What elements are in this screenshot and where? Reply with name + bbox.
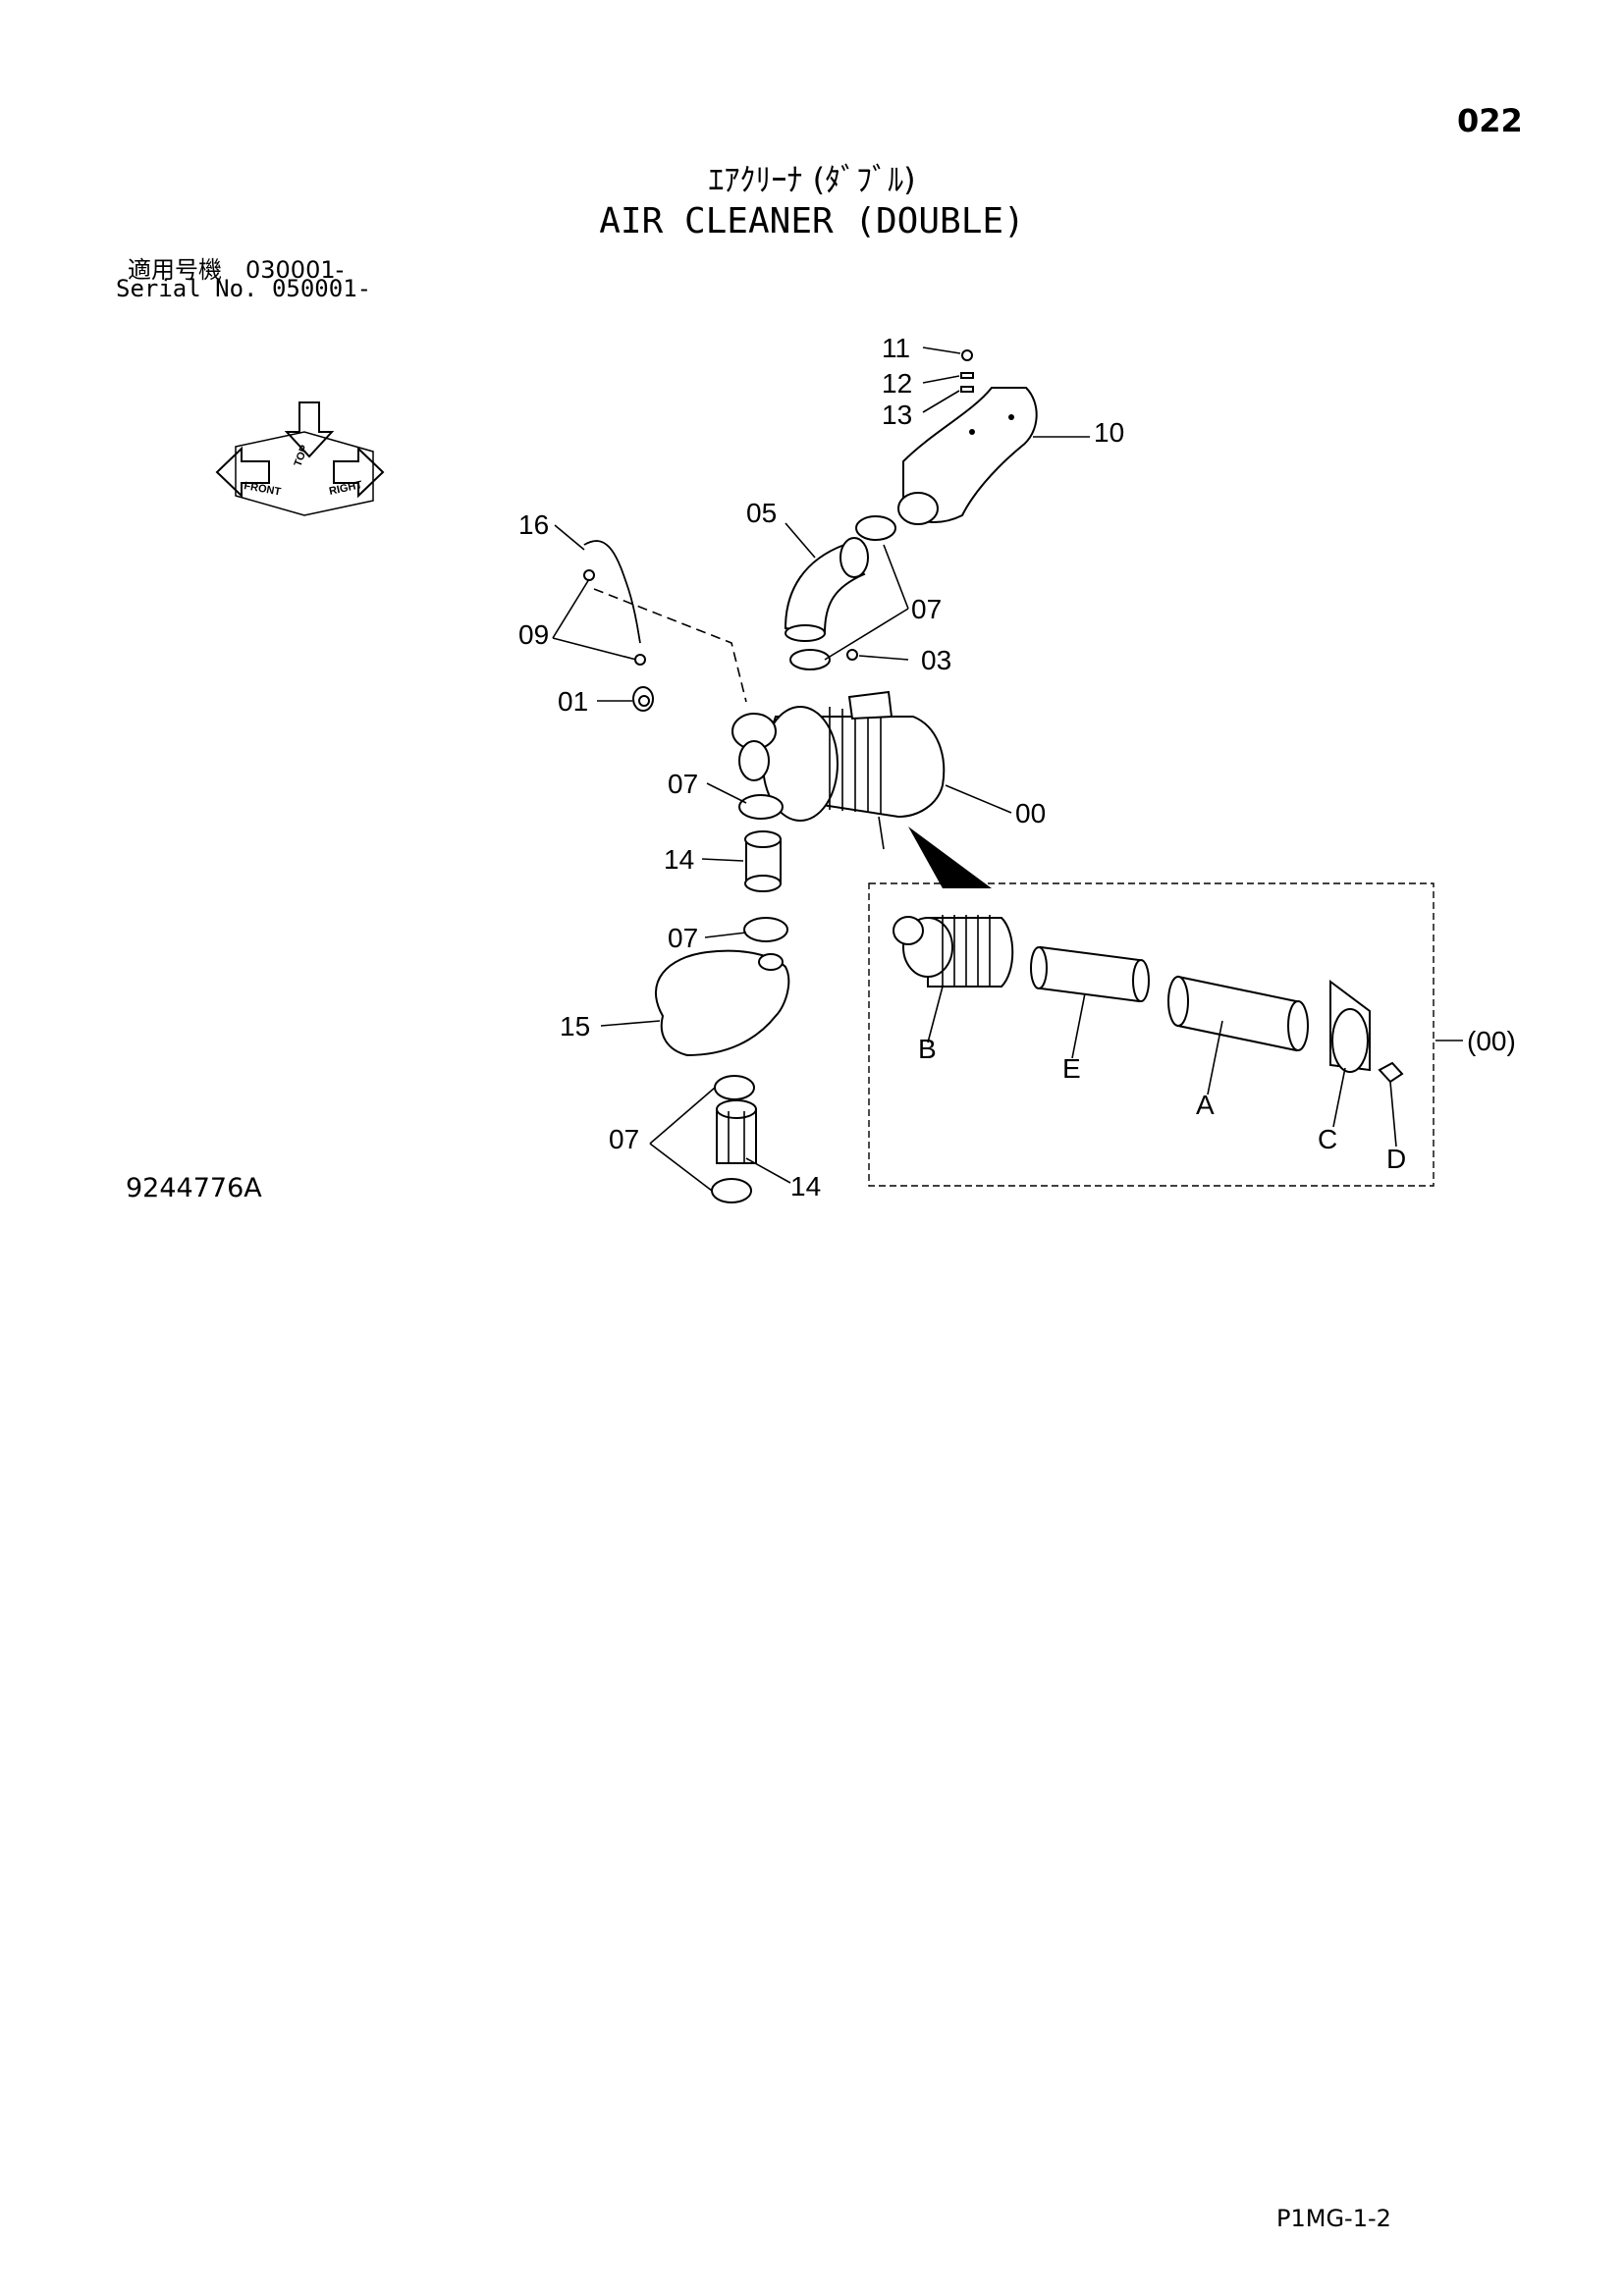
detail-group-label: (00) bbox=[1467, 1026, 1516, 1056]
serial-range-japanese: 適用号機 030001- bbox=[128, 256, 345, 284]
detail-label-d: D bbox=[1386, 1144, 1406, 1174]
part-15-rain-cap bbox=[655, 949, 790, 1057]
callout-07-body: 07 bbox=[668, 769, 698, 799]
callout-07-upper: 07 bbox=[911, 594, 942, 624]
part-16-hose-inner bbox=[583, 540, 641, 644]
detail-part-c-cover bbox=[1329, 980, 1371, 1073]
callout-09: 09 bbox=[518, 619, 549, 650]
part-16-breather-hose bbox=[583, 540, 641, 644]
page-number: 022 bbox=[1457, 102, 1523, 139]
assembly-dash-line bbox=[593, 588, 747, 703]
part-07-clamp-lower-c bbox=[714, 1075, 755, 1100]
callout-10: 10 bbox=[1094, 417, 1124, 448]
part-00-air-cleaner-body bbox=[731, 690, 946, 850]
part-12-washer bbox=[960, 372, 974, 379]
part-07-clamp-lower-d bbox=[711, 1178, 752, 1203]
front-arrow-icon bbox=[215, 446, 270, 499]
part-05-hose-end-upper bbox=[839, 537, 869, 578]
part-03-nut bbox=[846, 649, 858, 661]
footer-code: P1MG-1-2 bbox=[1276, 2205, 1391, 2232]
callout-01: 01 bbox=[558, 686, 588, 717]
part-09-clip-upper bbox=[583, 569, 595, 581]
callout-14-lower: 14 bbox=[790, 1171, 821, 1201]
part-10-intake-duct bbox=[897, 387, 1038, 525]
part-01-indicator bbox=[632, 686, 654, 712]
part-14-tube-lower bbox=[716, 1099, 757, 1164]
detail-label-c: C bbox=[1318, 1124, 1337, 1154]
detail-part-d-valve bbox=[1378, 1061, 1404, 1084]
part-09-clip-lower bbox=[634, 654, 646, 666]
callout-15: 15 bbox=[560, 1011, 590, 1041]
callout-14-upper: 14 bbox=[664, 844, 694, 875]
page-title-japanese: ｴｱｸﾘｰﾅ (ﾀﾞﾌﾞﾙ) bbox=[708, 161, 916, 198]
front-label: FRONT bbox=[243, 480, 282, 498]
part-05-hose-end bbox=[785, 624, 826, 642]
leader-lines bbox=[552, 347, 1463, 1192]
detail-pointer bbox=[908, 827, 992, 888]
part-11-bolt bbox=[961, 349, 973, 361]
callout-05: 05 bbox=[746, 498, 777, 528]
detail-part-e-inner-element bbox=[1030, 945, 1150, 1003]
part-07-clamp-upper bbox=[855, 515, 896, 541]
part-13-washer bbox=[960, 386, 974, 393]
detail-part-a-outer-element bbox=[1167, 975, 1309, 1052]
right-arrow-icon bbox=[333, 446, 385, 499]
callout-12: 12 bbox=[882, 368, 912, 399]
orientation-cube-outline bbox=[235, 431, 374, 516]
page-title: AIR CLEANER (DOUBLE) bbox=[599, 201, 1025, 241]
callout-07-lower: 07 bbox=[609, 1124, 639, 1154]
detail-box bbox=[868, 882, 1435, 1187]
detail-label-b: B bbox=[918, 1034, 937, 1064]
part-07-clamp-lower-b bbox=[743, 917, 788, 942]
part-14-tube-upper bbox=[744, 830, 782, 892]
callout-11: 11 bbox=[882, 333, 910, 363]
serial-range: Serial No. 050001- bbox=[116, 275, 372, 302]
callout-13: 13 bbox=[882, 400, 912, 430]
top-arrow-icon bbox=[284, 401, 335, 458]
part-07-clamp-mid bbox=[789, 649, 831, 670]
callout-00: 00 bbox=[1015, 798, 1046, 828]
callout-03: 03 bbox=[921, 645, 951, 675]
orientation-indicator: FRONT TOP RIGHT bbox=[215, 401, 385, 516]
callout-07-mid: 07 bbox=[668, 923, 698, 953]
detail-part-b-housing bbox=[893, 915, 1014, 988]
detail-label-e: E bbox=[1062, 1053, 1081, 1084]
callout-16: 16 bbox=[518, 509, 549, 540]
part-07-clamp-lower-a bbox=[738, 794, 784, 820]
detail-label-a: A bbox=[1196, 1090, 1215, 1120]
drawing-number: 9244776A bbox=[126, 1173, 262, 1203]
